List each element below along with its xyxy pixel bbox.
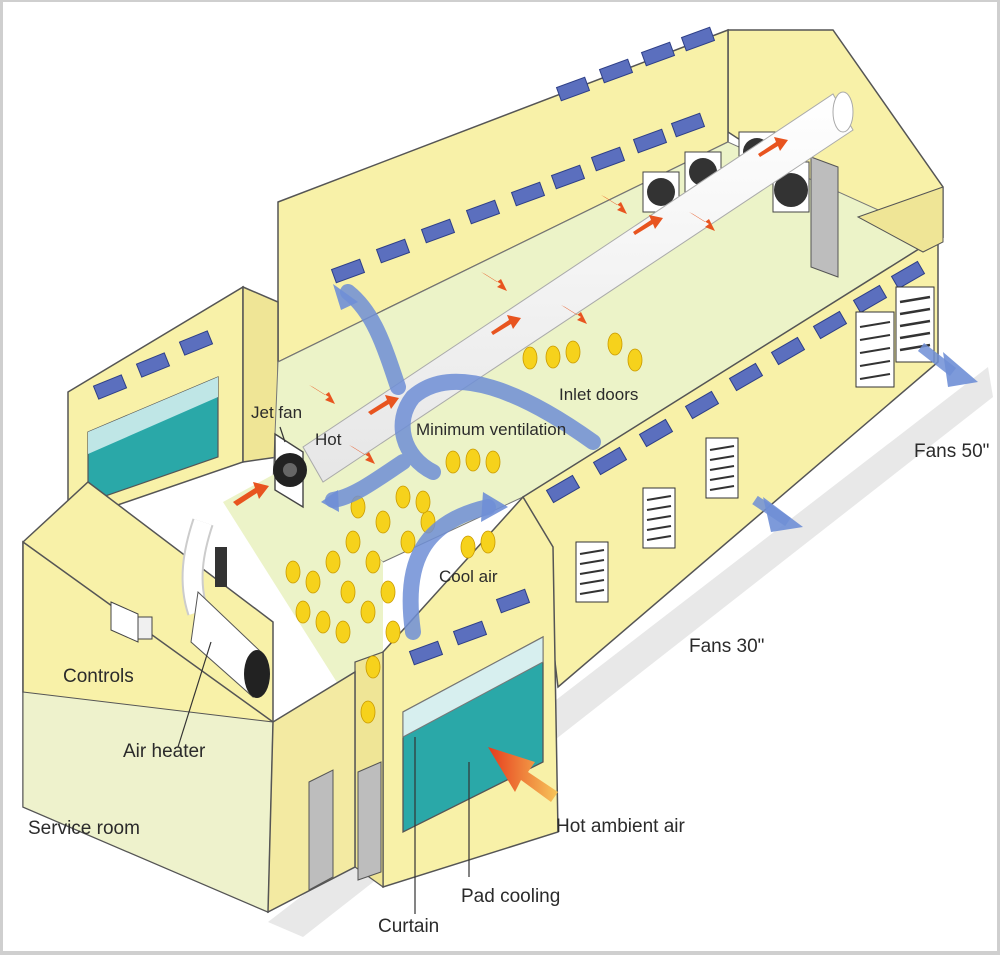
- service-room-door: [308, 769, 334, 891]
- poultry-house-diagram: Jet fan Hot Minimum ventilation Inlet do…: [22, 26, 993, 937]
- label-curtain: Curtain: [378, 916, 439, 937]
- duct-end: [832, 91, 854, 133]
- controls-box: [110, 601, 153, 643]
- hot-ambient-air-arrow: [488, 747, 558, 802]
- label-hot-ambient-air: Hot ambient air: [556, 816, 686, 837]
- jet-fan-leader: [279, 426, 286, 443]
- front-wall-inlets: [545, 260, 926, 504]
- label-cool-air: Cool air: [439, 567, 498, 586]
- label-pad-cooling: Pad cooling: [461, 886, 560, 907]
- air-heater-leader: [177, 641, 212, 748]
- chicks-group: [285, 332, 643, 724]
- label-fans-50: Fans 50": [914, 441, 989, 462]
- label-hot: Hot: [315, 430, 342, 449]
- label-inlet-doors: Inlet doors: [559, 385, 638, 404]
- end-wall-inlets: [408, 588, 531, 666]
- hot-air-small-arrows: [233, 137, 788, 506]
- end-wall-door: [357, 761, 382, 881]
- service-room-floor: [22, 691, 274, 913]
- label-air-heater: Air heater: [123, 741, 206, 762]
- cool-airflow-arrows: [325, 284, 601, 640]
- fans-30-units: [575, 437, 739, 603]
- left-wall-inlets: [92, 330, 214, 400]
- jet-fan-unit: [273, 432, 307, 509]
- left-back-wall-edge: [242, 285, 279, 463]
- far-end-door: [810, 156, 839, 278]
- label-fans-30: Fans 30": [689, 636, 764, 657]
- air-heater-unit: [181, 518, 270, 698]
- label-service-room: Service room: [28, 818, 140, 839]
- label-controls: Controls: [63, 666, 134, 687]
- label-jet-fan: Jet fan: [251, 403, 302, 422]
- label-minimum-ventilation: Minimum ventilation: [416, 420, 566, 439]
- exhaust-airflow: [752, 343, 957, 527]
- front-right-end: [856, 186, 944, 253]
- curtain-panel: [402, 636, 544, 738]
- back-wall-inlets: [330, 26, 716, 284]
- left-curtain: [88, 377, 218, 454]
